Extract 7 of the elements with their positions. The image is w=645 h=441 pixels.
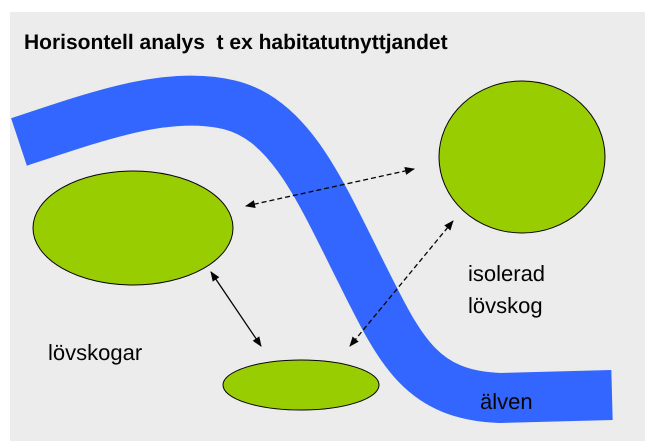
arrow bbox=[349, 220, 454, 347]
area-label: lövskogar bbox=[48, 339, 144, 367]
arrow bbox=[245, 167, 415, 208]
area-label: isolerad lövskog bbox=[468, 260, 546, 320]
diagram-title: Horisontell analys t ex habitatutnyttjandet bbox=[24, 30, 448, 56]
river-label: älven bbox=[480, 388, 534, 416]
arrow bbox=[210, 271, 262, 347]
